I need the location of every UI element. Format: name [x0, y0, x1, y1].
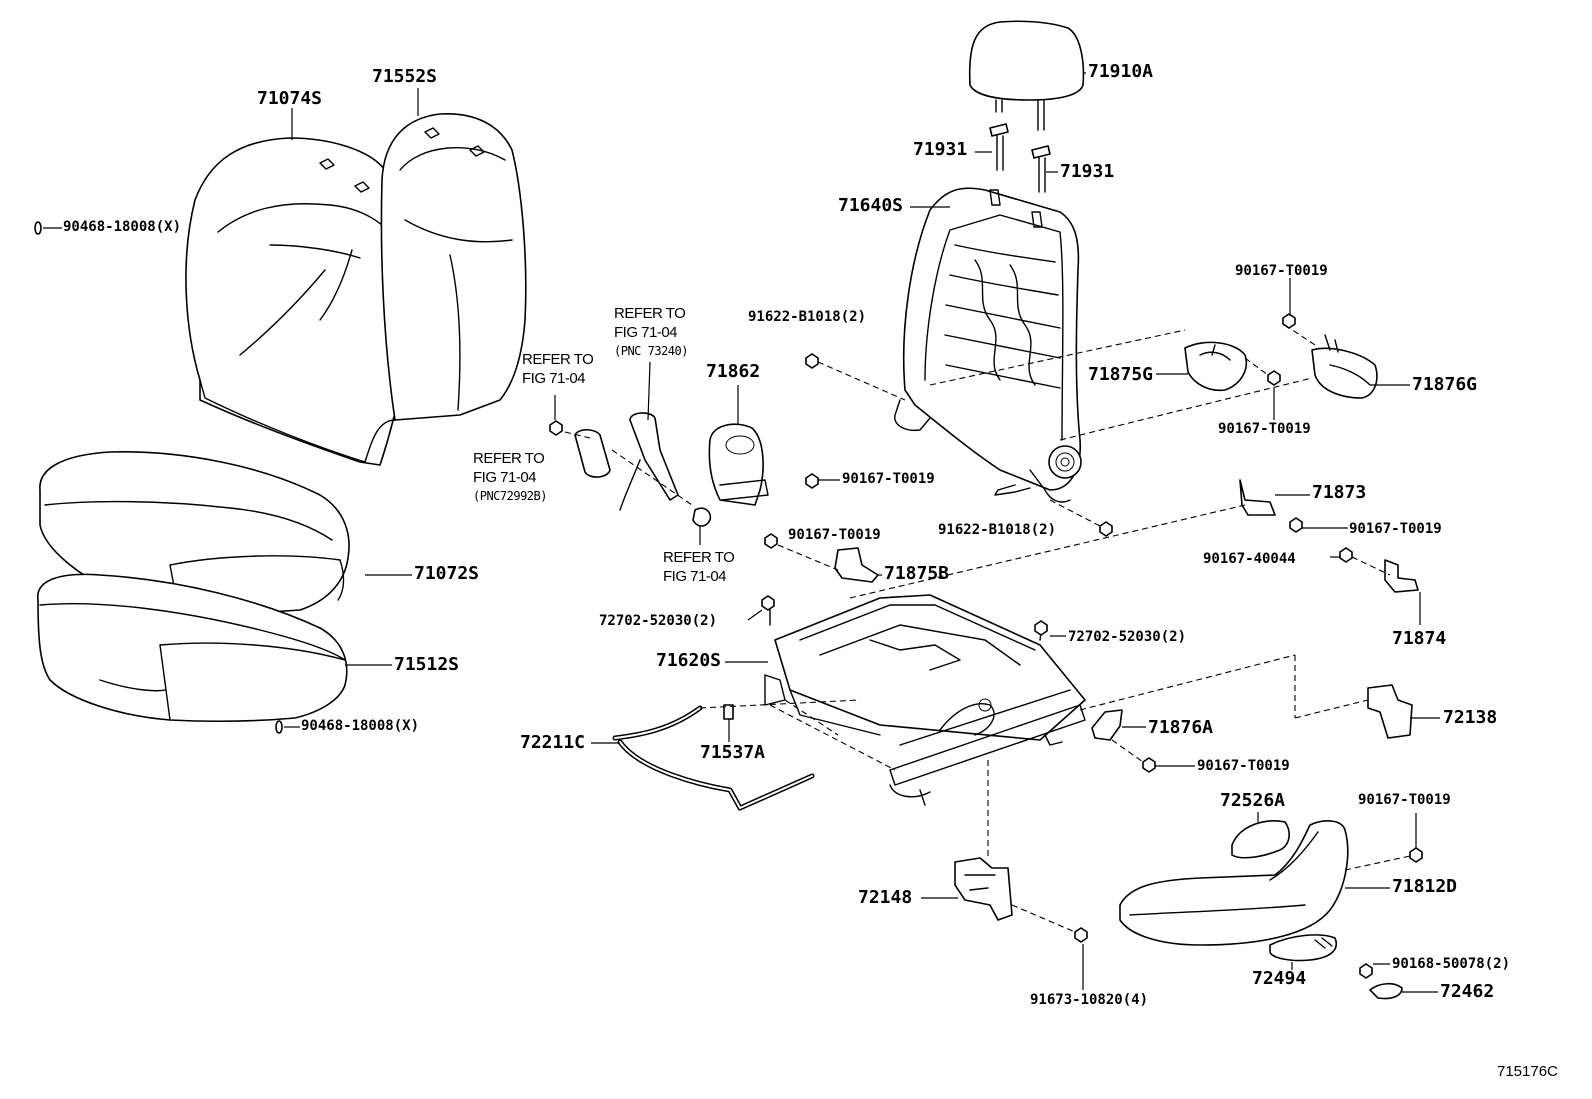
part-label-71910A: 71910A [1088, 61, 1154, 82]
part-label-90167-t3: 90167-T0019 [842, 471, 935, 487]
seatbelt-anchor-drawing [708, 423, 819, 506]
cover-72138-drawing [1367, 684, 1413, 739]
part-label-72494: 72494 [1252, 968, 1307, 989]
part-label-71812D: 71812D [1392, 876, 1458, 897]
knob-72526A-drawing [1231, 820, 1290, 859]
reference-note-line: FIG 71-04 [473, 469, 537, 486]
part-label-72702-right: 72702-52030(2) [1068, 629, 1187, 645]
screw-icon [1289, 517, 1303, 533]
leader-lines [43, 72, 1440, 993]
lever-72494-drawing [1269, 934, 1337, 962]
part-label-90167-t5: 90167-T0019 [788, 527, 881, 543]
seatback-frame-drawing [894, 187, 1082, 503]
reference-note-line: FIG 71-04 [614, 324, 678, 341]
reference-note-line: REFER TO [614, 305, 686, 322]
part-label-71874: 71874 [1392, 628, 1447, 649]
part-label-72138: 72138 [1443, 707, 1498, 728]
seatbelt-buckle-drawing [549, 412, 712, 527]
reference-note-line: FIG 71-04 [663, 568, 727, 585]
part-label-90167-t4: 90167-T0019 [1349, 521, 1442, 537]
seatback-board-drawing [364, 113, 527, 463]
reference-note-3: REFER TO FIG 71-04 (PNC72992B) [473, 449, 547, 506]
part-label-71862: 71862 [706, 361, 761, 382]
part-label-71537A: 71537A [700, 742, 766, 763]
cover-71875B-drawing [834, 547, 879, 583]
bolt-icon [805, 353, 1113, 537]
part-label-90167-40044: 90167-40044 [1203, 551, 1296, 567]
headrest-drawing [968, 20, 1085, 131]
reference-note-line: FIG 71-04 [522, 370, 586, 387]
reference-note-pnc: (PNC72992B) [473, 489, 547, 503]
bracket-71873-drawing [1239, 479, 1276, 516]
part-label-71620S: 71620S [656, 650, 722, 671]
part-label-90167-t7: 90167-T0019 [1358, 792, 1451, 808]
part-label-71931-left: 71931 [913, 139, 968, 160]
part-label-90468-bottom: 90468-18008(X) [301, 718, 420, 734]
part-label-71875B: 71875B [884, 563, 950, 584]
recliner-cover-inner-drawing [1184, 341, 1247, 392]
part-label-71873: 71873 [1312, 482, 1367, 503]
screw-icon [1282, 313, 1296, 329]
part-label-91673: 91673-10820(4) [1030, 992, 1149, 1008]
seatback-cover-drawing [185, 137, 410, 466]
part-label-72462: 72462 [1440, 981, 1495, 1002]
part-label-72148: 72148 [858, 887, 913, 908]
reference-note-line: REFER TO [522, 351, 594, 368]
screw-icon [1339, 547, 1353, 563]
headrest-support-drawing [989, 123, 1051, 193]
part-label-91622-bottom: 91622-B1018(2) [938, 522, 1057, 538]
reference-note-2: REFER TO FIG 71-04 [522, 350, 594, 388]
reference-note-line: REFER TO [663, 549, 735, 566]
reference-note-1: REFER TO FIG 71-04 (PNC 73240) [614, 304, 688, 361]
screw-icon [1267, 370, 1281, 386]
part-label-71875G: 71875G [1088, 364, 1154, 385]
seat-cushion-pad-drawing [37, 573, 348, 723]
screw-icon [764, 533, 778, 549]
part-label-71552S: 71552S [372, 66, 438, 87]
side-shield-71812D-drawing [1119, 820, 1349, 946]
reference-note-line: REFER TO [473, 450, 545, 467]
assembly-dashed-lines [564, 324, 1411, 933]
part-label-72526A: 72526A [1220, 790, 1286, 811]
part-label-72702-left: 72702-52030(2) [599, 613, 718, 629]
part-label-90468-top: 90468-18008(X) [63, 219, 182, 235]
bracket-71874-drawing [1384, 559, 1419, 593]
screw-icon [1359, 963, 1373, 979]
diagram-id: 715176C [1497, 1063, 1558, 1080]
part-label-71512S: 71512S [394, 654, 460, 675]
recliner-cover-outer-drawing [1311, 347, 1378, 399]
clip-icon [34, 221, 42, 235]
cover-71876A-drawing [1091, 709, 1123, 741]
cap-72462-drawing [1369, 982, 1403, 1000]
part-label-90167-t2: 90167-T0019 [1218, 421, 1311, 437]
clip-icon [275, 720, 283, 734]
reference-note-4: REFER TO FIG 71-04 [663, 548, 735, 586]
screw-icon [1409, 847, 1423, 863]
part-label-90167-t1: 90167-T0019 [1235, 263, 1328, 279]
bolt-icon [1074, 927, 1088, 943]
part-label-71074S: 71074S [257, 88, 323, 109]
part-label-90168: 90168-50078(2) [1392, 956, 1511, 972]
wire-rod-drawing [612, 705, 703, 741]
part-label-71876A: 71876A [1148, 717, 1214, 738]
part-label-71072S: 71072S [414, 563, 480, 584]
part-label-91622-top: 91622-B1018(2) [748, 309, 867, 325]
part-label-71640S: 71640S [838, 195, 904, 216]
reference-note-pnc: (PNC 73240) [614, 344, 688, 358]
seat-track-frame-drawing [764, 594, 1086, 806]
part-label-90167-t6: 90167-T0019 [1197, 758, 1290, 774]
bolt-icon [761, 595, 1048, 636]
part-label-71931-right: 71931 [1060, 161, 1115, 182]
part-label-72211C: 72211C [520, 732, 586, 753]
part-label-71876G: 71876G [1412, 374, 1478, 395]
screw-icon [1142, 757, 1156, 773]
